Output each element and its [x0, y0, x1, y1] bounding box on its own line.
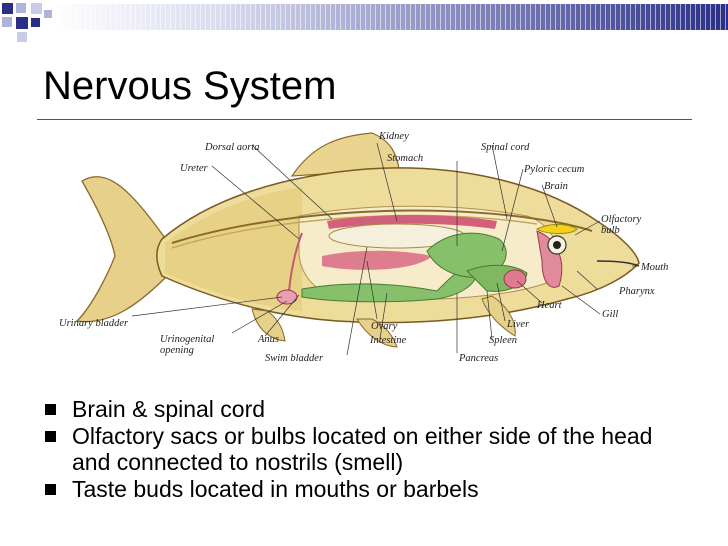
bullet-item: Taste buds located in mouths or barbels: [45, 476, 695, 502]
tail-fin: [75, 176, 168, 323]
label-opening: opening: [160, 345, 194, 356]
pelvic-fin: [356, 318, 398, 348]
title-bar-decoration: [0, 0, 728, 48]
slide-title: Nervous System: [43, 64, 337, 108]
brain: [535, 224, 578, 234]
label-swim-bladder: Swim bladder: [265, 353, 324, 364]
pectoral-fin: [481, 295, 516, 337]
label-pancreas: Pancreas: [458, 353, 498, 364]
label-heart: Heart: [536, 300, 563, 311]
bullet-list: Brain & spinal cord Olfactory sacs or bu…: [45, 396, 695, 503]
gradient-grid-decoration: [2, 3, 728, 42]
label-gill: Gill: [602, 309, 618, 320]
label-urinogenital: Urinogenital: [160, 334, 214, 345]
mouth: [596, 260, 640, 267]
leader-lines: [131, 142, 637, 356]
title-divider: [37, 119, 692, 120]
label-intestine: Intestine: [369, 335, 406, 346]
label-stomach: Stomach: [387, 153, 423, 164]
label-olfactory: Olfactory: [601, 214, 642, 225]
label-spleen: Spleen: [489, 335, 517, 346]
kidney: [327, 215, 497, 229]
bullet-item: Olfactory sacs or bulbs located on eithe…: [45, 423, 695, 475]
label-kidney: Kidney: [378, 131, 409, 142]
label-urinary-bladder: Urinary bladder: [59, 318, 129, 329]
label-pyloric-cecum: Pyloric cecum: [523, 164, 585, 175]
square-bullet-icon: [45, 431, 56, 442]
label-dorsal-aorta: Dorsal aorta: [204, 142, 260, 153]
label-brain: Brain: [544, 181, 568, 192]
label-ovary: Ovary: [371, 321, 398, 332]
label-spinal-cord: Spinal cord: [481, 142, 530, 153]
label-liver: Liver: [506, 319, 530, 330]
label-pharynx: Pharynx: [618, 286, 655, 297]
anal-fin: [251, 308, 286, 342]
label-mouth: Mouth: [640, 262, 668, 273]
label-anus: Anus: [257, 334, 279, 345]
ureter: [288, 232, 303, 292]
bullet-item: Brain & spinal cord: [45, 396, 695, 422]
fish-anatomy-diagram: Dorsal aorta Kidney Spinal cord Stomach …: [37, 121, 692, 383]
label-ureter: Ureter: [180, 163, 209, 174]
ovary: [322, 250, 432, 270]
dorsal-fin: [290, 132, 400, 177]
spinal-cord: [171, 209, 593, 244]
heart: [503, 269, 527, 289]
label-bulb: bulb: [601, 225, 620, 236]
square-bullet-icon: [45, 404, 56, 415]
square-bullet-icon: [45, 484, 56, 495]
